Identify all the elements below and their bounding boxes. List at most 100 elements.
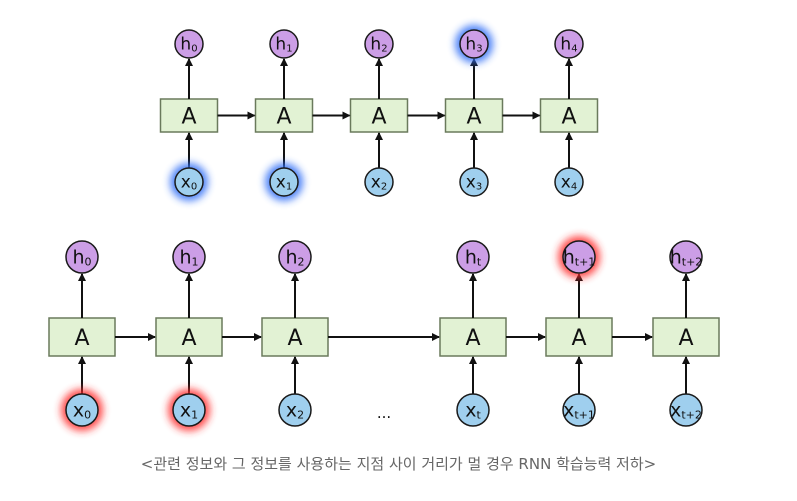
rnn-cell-label: A xyxy=(287,326,302,351)
output-label-sub: 2 xyxy=(381,44,387,55)
rnn-cell-2: A xyxy=(349,98,409,133)
ellipsis: ... xyxy=(377,404,391,422)
input-circle xyxy=(456,393,490,427)
output-node-1: h1 xyxy=(269,29,299,59)
input-label: x2 xyxy=(371,173,387,193)
rnn-cell-label: A xyxy=(466,105,481,130)
rnn-cell-2: A xyxy=(261,317,329,357)
output-node-2: h2 xyxy=(278,240,312,274)
input-label-base: x xyxy=(670,399,681,421)
rnn-cell-0: A xyxy=(159,98,219,133)
input-node-3: x3 xyxy=(459,167,489,197)
output-circle xyxy=(562,240,596,274)
input-label-sub: 0 xyxy=(84,408,91,421)
input-node-0: x0 xyxy=(170,163,208,201)
input-label-base: x xyxy=(466,173,476,193)
input-label: xt+1 xyxy=(563,399,595,421)
output-label-base: h xyxy=(370,35,381,55)
input-label-sub: 3 xyxy=(476,182,482,193)
output-label: ht xyxy=(465,246,482,268)
output-node-2: h2 xyxy=(364,29,394,59)
output-label-base: h xyxy=(180,35,191,55)
output-label: h0 xyxy=(180,35,197,55)
caption: <관련 정보와 그 정보를 사용하는 지점 사이 거리가 멀 경우 RNN 학습… xyxy=(140,455,657,473)
rnn-cell-label: A xyxy=(561,105,576,130)
output-label: h0 xyxy=(72,246,91,268)
output-label-base: h xyxy=(285,246,297,268)
input-label-base: x xyxy=(286,399,297,421)
output-label: h4 xyxy=(560,35,577,55)
input-label: x3 xyxy=(466,173,482,193)
output-label-sub: 0 xyxy=(191,44,197,55)
rnn-cell-box xyxy=(48,317,116,357)
input-node-2: x2 xyxy=(278,393,312,427)
output-node-0: h0 xyxy=(65,240,99,274)
input-node-4: xt+1 xyxy=(562,393,596,427)
output-circle xyxy=(278,240,312,274)
rnn-cell-box xyxy=(545,317,613,357)
input-label-sub: 1 xyxy=(286,182,292,193)
output-node-5: ht+2 xyxy=(669,240,703,274)
input-label-base: x xyxy=(563,399,574,421)
output-label-sub: 4 xyxy=(571,44,577,55)
rnn-cell-label: A xyxy=(571,326,586,351)
input-label-sub: t xyxy=(476,408,481,421)
rnn-cell-label: A xyxy=(181,105,196,130)
output-circle xyxy=(269,29,299,59)
output-label-sub: 0 xyxy=(85,255,92,268)
rnn-cell-label: A xyxy=(678,326,693,351)
output-label: ht+1 xyxy=(563,246,596,268)
output-label: h3 xyxy=(465,35,482,55)
input-label-base: x xyxy=(180,399,191,421)
output-node-4: ht+1 xyxy=(558,236,600,278)
output-label-base: h xyxy=(670,246,682,268)
input-circle xyxy=(669,393,703,427)
input-circle xyxy=(562,393,596,427)
output-circle xyxy=(554,29,584,59)
rnn-cell-0: A xyxy=(48,317,116,357)
output-label-sub: 2 xyxy=(298,255,305,268)
input-label: x0 xyxy=(73,399,91,421)
output-label-sub: t+2 xyxy=(682,255,703,268)
input-node-1: x1 xyxy=(265,163,303,201)
input-label: xt xyxy=(465,399,481,421)
rnn-cell-label: A xyxy=(371,105,386,130)
output-label-base: h xyxy=(465,246,477,268)
output-label: h2 xyxy=(285,246,304,268)
input-label-base: x xyxy=(276,173,286,193)
input-label: x1 xyxy=(180,399,198,421)
input-node-2: x2 xyxy=(364,167,394,197)
output-node-3: h3 xyxy=(455,25,493,63)
rnn-cell-box xyxy=(444,98,504,133)
input-node-4: x4 xyxy=(554,167,584,197)
rnn-cell-label: A xyxy=(276,105,291,130)
input-node-5: xt+2 xyxy=(669,393,703,427)
output-label: ht+2 xyxy=(670,246,703,268)
input-label-base: x xyxy=(181,173,191,193)
rnn-cell-label: A xyxy=(74,326,89,351)
input-label-base: x xyxy=(561,173,571,193)
output-label-sub: t xyxy=(477,255,482,268)
input-label-sub: 2 xyxy=(297,408,304,421)
input-label-sub: 0 xyxy=(191,182,197,193)
output-circle xyxy=(456,240,490,274)
input-label: x2 xyxy=(286,399,304,421)
output-label-base: h xyxy=(560,35,571,55)
input-label-base: x xyxy=(73,399,84,421)
output-circle xyxy=(174,29,204,59)
input-label: xt+2 xyxy=(670,399,702,421)
input-label-sub: t+1 xyxy=(574,408,595,421)
rnn-cell-box xyxy=(652,317,720,357)
output-label-base: h xyxy=(275,35,286,55)
output-label-sub: 3 xyxy=(476,44,482,55)
input-circle xyxy=(554,167,584,197)
output-label-sub: t+1 xyxy=(575,255,596,268)
rnn-cell-1: A xyxy=(254,98,314,133)
input-circle xyxy=(269,167,299,197)
rnn-cell-5: A xyxy=(652,317,720,357)
output-circle xyxy=(65,240,99,274)
input-label-sub: t+2 xyxy=(681,408,702,421)
input-label-sub: 1 xyxy=(191,408,198,421)
rnn-cell-3: A xyxy=(439,317,507,357)
input-node-1: x1 xyxy=(168,389,210,431)
